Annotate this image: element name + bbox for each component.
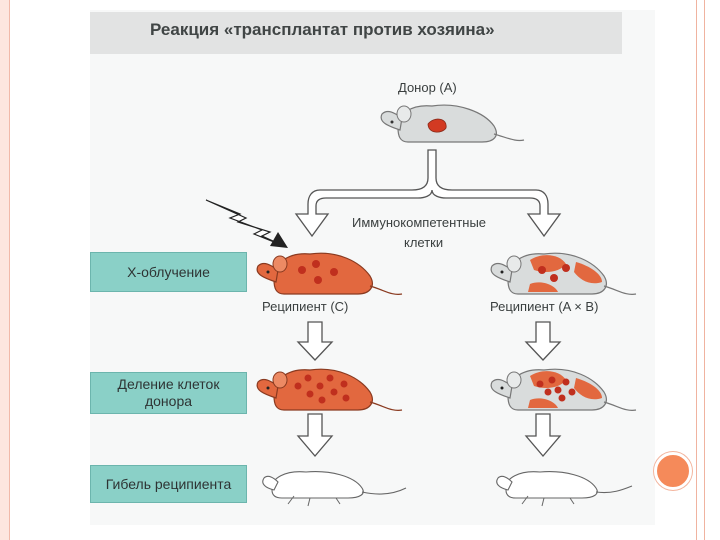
donor-label: Донор (A) [398,80,457,95]
recipient-c-label: Реципиент (C) [262,299,348,314]
dead-mouse-c [263,472,406,506]
recipient-c-mouse [257,253,402,294]
down-arrow [526,414,560,456]
recipient-axb-label: Реципиент (A × B) [490,299,598,314]
recipient-c-mouse-dividing [257,369,402,410]
recipient-axb-mouse-dividing [491,369,636,410]
down-arrow [526,322,560,360]
recipient-axb-mouse [491,253,636,294]
down-arrow [298,322,332,360]
immune-cells-label: Иммунокомпетентные [352,215,486,230]
irradiation-lightning-icon [206,200,288,248]
dead-mouse-axb [497,472,632,506]
immune-cells-label-2: клетки [404,235,443,250]
donor-mouse [381,105,524,142]
down-arrow [298,414,332,456]
decorative-circle [654,452,692,490]
